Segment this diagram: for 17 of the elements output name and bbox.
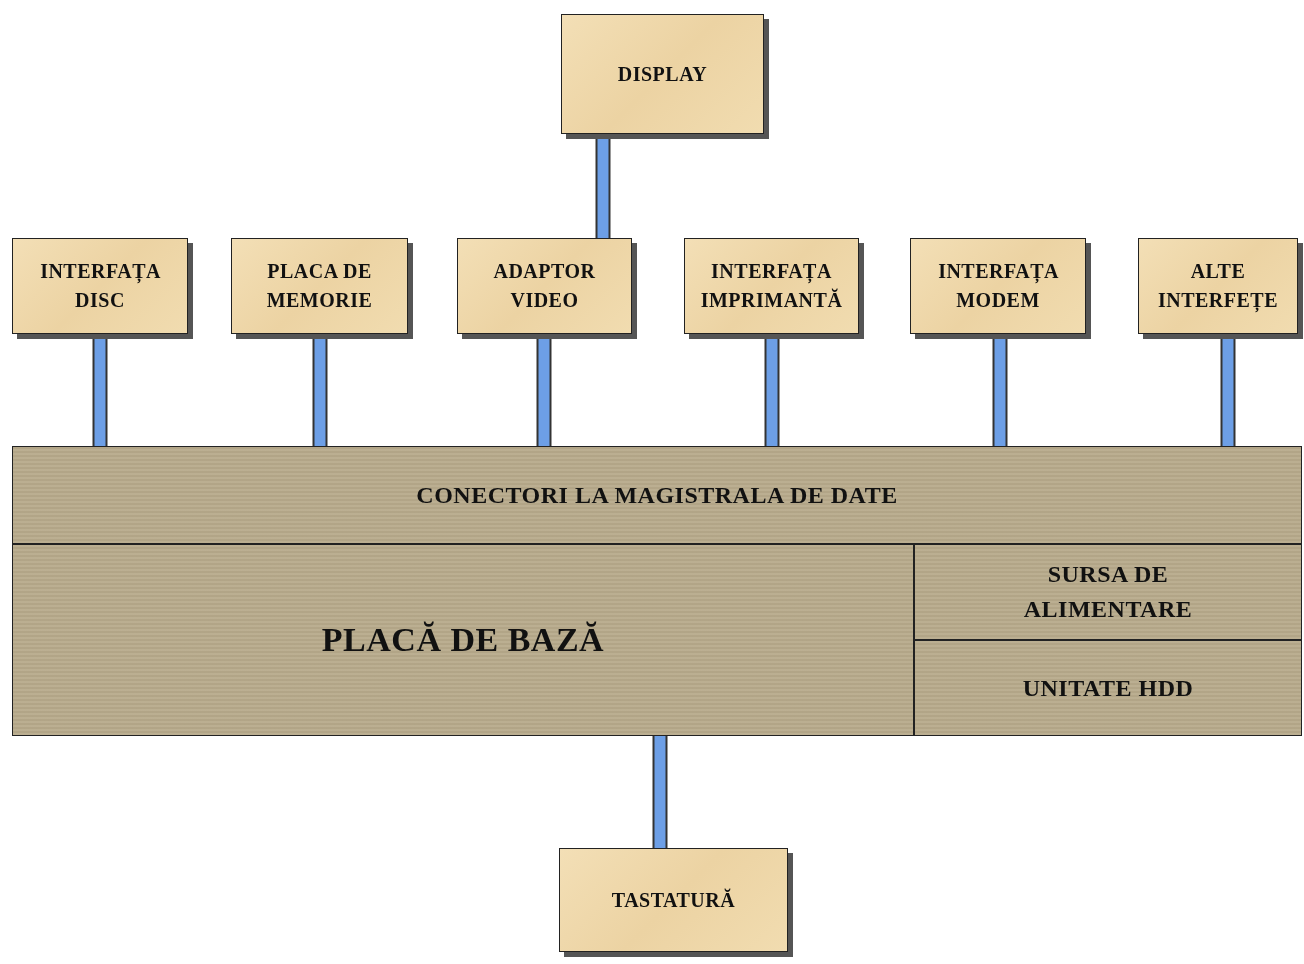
box-label: ADAPTOR VIDEO [492, 259, 597, 313]
box-label: DISPLAY [616, 61, 709, 87]
box-label: SURSA DE ALIMENTARE [1022, 560, 1194, 624]
box-label: TASTATURĂ [610, 887, 737, 913]
motherboard-area [12, 544, 914, 736]
module-cell [914, 544, 1302, 640]
connector-band [12, 446, 1302, 544]
box-label: INTERFAȚA MODEM [937, 259, 1060, 313]
box-label: UNITATE HDD [1021, 673, 1195, 703]
box-label: INTERFAȚA IMPRIMANTĂ [699, 259, 844, 313]
box-label: ALTE INTERFEȚE [1156, 259, 1280, 314]
bus-connector [654, 736, 666, 848]
module-cell [914, 640, 1302, 736]
box-label: PLACA DE MEMORIE [265, 259, 374, 313]
box-label: INTERFAȚA DISC [39, 259, 162, 313]
box-label: CONECTORI LA MAGISTRALA DE DATE [415, 480, 899, 510]
box-label: PLACĂ DE BAZĂ [320, 620, 606, 661]
